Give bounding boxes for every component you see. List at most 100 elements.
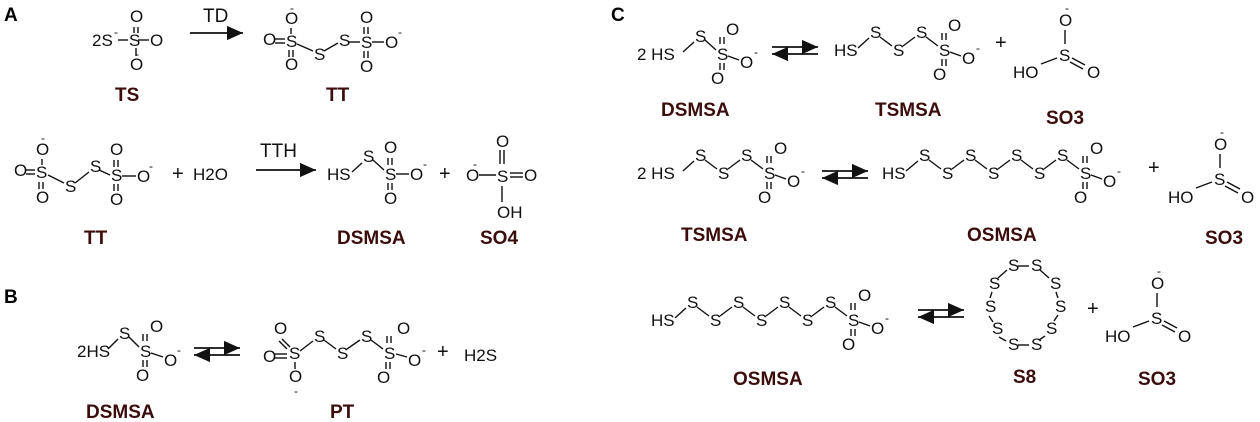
svg-text:2 HS: 2 HS [637, 164, 675, 183]
label-tsmsa-c2: TSMSA [681, 225, 748, 246]
svg-text:S: S [870, 23, 881, 42]
svg-text:O: O [1074, 188, 1087, 207]
svg-text:O: O [1151, 274, 1164, 293]
equilibrium-arrow-c2 [822, 163, 868, 186]
svg-text:S: S [1080, 164, 1091, 183]
svg-text:O: O [1087, 63, 1100, 82]
svg-text:S: S [289, 344, 300, 363]
svg-text:O: O [758, 188, 771, 207]
svg-text:O: O [110, 190, 123, 209]
tetrathionate-molecule: O S O - O S S S O O O - [263, 1, 402, 76]
svg-text:O: O [410, 165, 423, 184]
svg-text:S: S [314, 327, 325, 346]
svg-text:S: S [1214, 170, 1225, 189]
plus-c1: + [995, 32, 1007, 54]
svg-text:O: O [137, 167, 150, 186]
svg-text:S: S [286, 32, 297, 51]
equilibrium-arrow-b [194, 340, 240, 363]
tth-arrow: TTH [256, 141, 316, 178]
label-so3-c3: SO3 [1138, 369, 1176, 390]
label-so3-c2: SO3 [1205, 228, 1243, 249]
label-osmsa-c3: OSMSA [733, 369, 803, 390]
svg-text:O: O [948, 16, 961, 35]
svg-text:O: O [933, 65, 946, 84]
svg-text:O: O [285, 55, 298, 74]
label-pt: PT [330, 402, 355, 422]
svg-text:O: O [136, 366, 149, 385]
svg-text:S: S [965, 146, 976, 165]
svg-text:-: - [1157, 264, 1161, 278]
tetrathionate-molecule-2: O S O - O S S S O O O - [14, 131, 153, 209]
label-dsmsa-c: DSMSA [661, 100, 730, 121]
dsmsa-molecule-c: 2 HS S S O O O - [637, 20, 758, 88]
svg-text:2S: 2S [92, 31, 113, 50]
label-dsmsa-b: DSMSA [86, 402, 155, 422]
svg-text:S: S [361, 327, 372, 346]
svg-text:-: - [398, 25, 402, 39]
label-ts: TS [115, 85, 139, 106]
svg-text:S: S [384, 344, 395, 363]
svg-text:-: - [801, 164, 805, 178]
svg-text:2HS: 2HS [77, 342, 110, 361]
svg-text:O: O [385, 33, 398, 52]
svg-text:S: S [361, 33, 372, 52]
svg-text:S: S [1050, 274, 1061, 293]
svg-text:-: - [135, 47, 139, 61]
svg-text:HO: HO [1105, 327, 1131, 346]
cyclooctasulfur-ring: S S S S S S S S S S [985, 256, 1066, 354]
svg-text:S: S [111, 166, 122, 185]
svg-text:-: - [473, 157, 477, 171]
svg-text:O: O [787, 172, 800, 191]
svg-text:S: S [1011, 146, 1022, 165]
svg-text:S: S [848, 311, 859, 330]
label-tsmsa-c1: TSMSA [875, 100, 942, 121]
svg-text:O: O [360, 57, 373, 76]
svg-text:O: O [1214, 135, 1227, 154]
dsmsa-molecule-a: HS S S O O O - [327, 138, 427, 208]
svg-text:-: - [114, 25, 118, 39]
svg-text:S: S [1046, 319, 1057, 338]
svg-text:O: O [384, 189, 397, 208]
svg-text:S: S [1151, 309, 1162, 328]
svg-text:S: S [1059, 46, 1070, 65]
svg-text:O: O [285, 9, 298, 28]
svg-text:S: S [65, 177, 76, 196]
plus-a1: + [172, 163, 184, 185]
svg-text:O: O [466, 166, 479, 185]
svg-text:S: S [939, 41, 950, 60]
svg-text:S: S [710, 311, 721, 330]
svg-text:-: - [1220, 125, 1224, 139]
osmsa-molecule-c3: HS S S S S S S S S O O O - [651, 286, 889, 354]
label-so4: SO4 [480, 228, 518, 249]
svg-text:-: - [177, 343, 181, 357]
svg-text:S: S [385, 165, 396, 184]
svg-text:O: O [150, 31, 163, 50]
equilibrium-arrow-c3 [918, 302, 964, 325]
svg-text:S: S [992, 319, 1003, 338]
svg-text:S: S [314, 45, 325, 64]
svg-text:S: S [90, 157, 101, 176]
label-tt-bottom: TT [84, 228, 108, 249]
svg-text:-: - [290, 1, 294, 15]
enzyme-tth: TTH [260, 141, 297, 162]
svg-text:-: - [149, 159, 153, 173]
svg-text:O: O [1241, 188, 1254, 207]
svg-text:O: O [842, 335, 855, 354]
svg-text:HS: HS [327, 165, 351, 184]
svg-text:S: S [916, 23, 927, 42]
svg-text:-: - [41, 131, 45, 145]
svg-text:S: S [825, 293, 836, 312]
svg-text:S: S [988, 164, 999, 183]
label-tt-top: TT [326, 85, 350, 106]
svg-text:O: O [1178, 327, 1191, 346]
sulfite-molecule-2: - O S HO O [1168, 125, 1254, 207]
svg-text:S: S [497, 167, 508, 186]
polythionate-molecule: O S O O - S S S S O O O - [263, 319, 426, 398]
sulfite-molecule-1: - O S HO O [1013, 1, 1100, 82]
svg-text:S: S [1031, 335, 1042, 354]
svg-text:S: S [695, 146, 706, 165]
plus-a2: + [439, 163, 451, 185]
svg-text:OH: OH [497, 203, 523, 222]
svg-text:-: - [423, 157, 427, 171]
panel-label-c: C [611, 5, 625, 26]
